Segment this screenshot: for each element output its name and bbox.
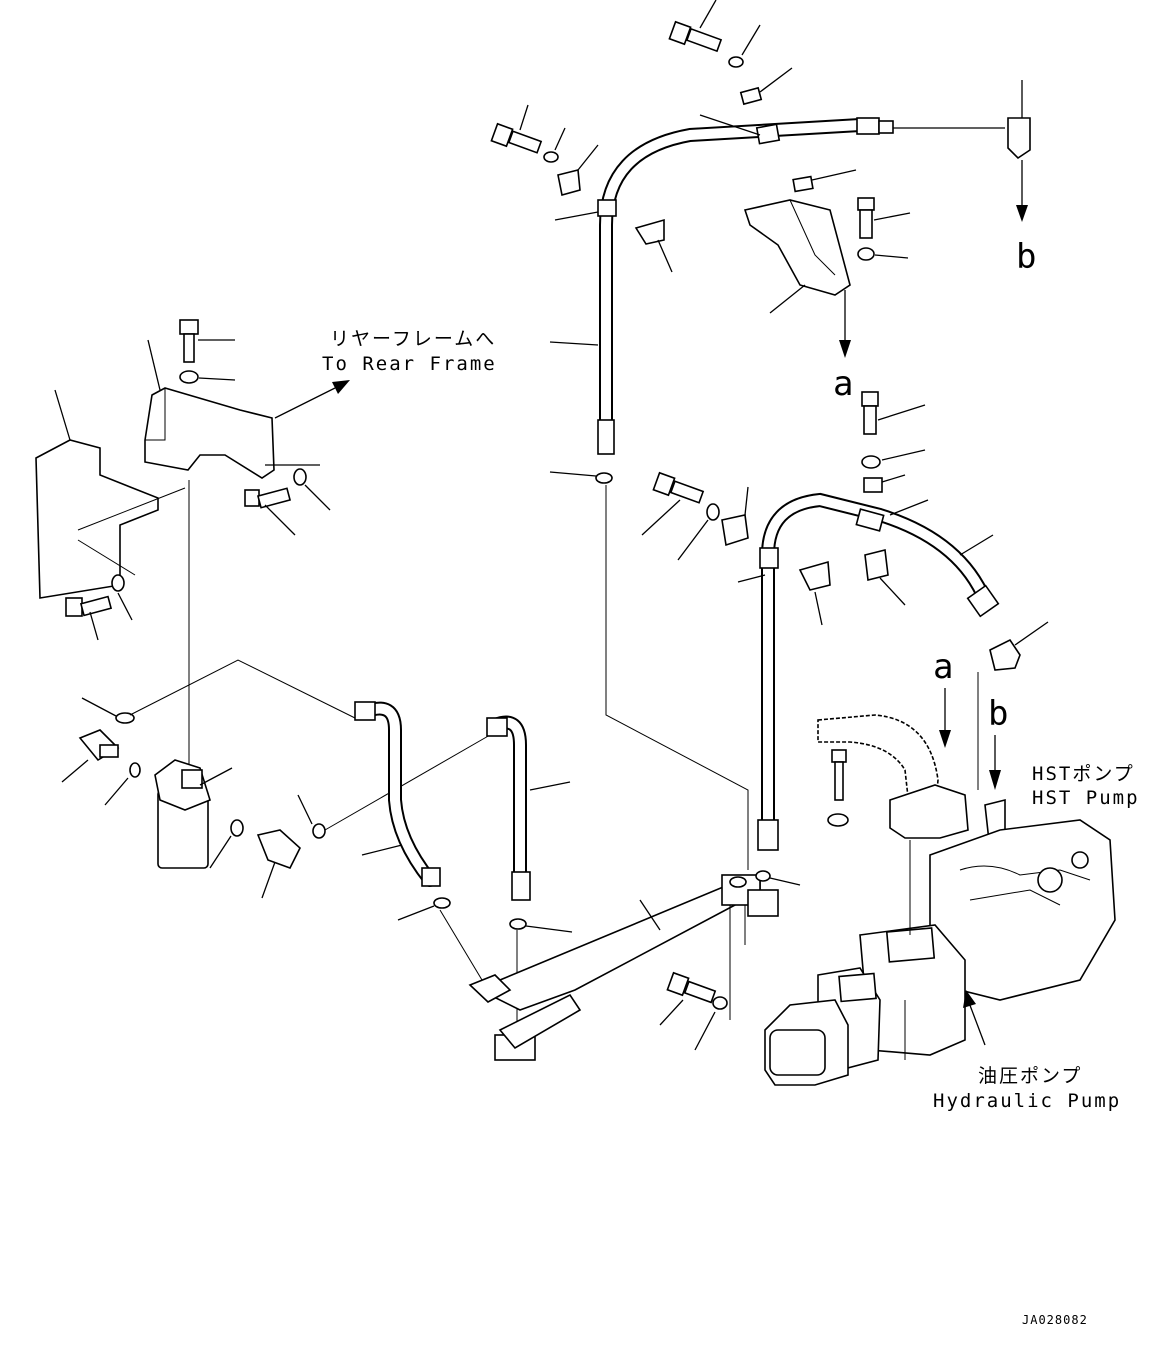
- rear-frame-label-jp: リヤーフレームへ: [330, 328, 496, 350]
- ref-a-upper: a: [833, 364, 853, 404]
- ref-b-upper: b: [1016, 237, 1036, 277]
- rear-frame-label-en: To Rear Frame: [322, 353, 497, 375]
- oil-filter: [61, 697, 326, 899]
- bracket-upper: [743, 197, 911, 358]
- bracket-left-plate: [35, 389, 186, 641]
- hose-lower-left: [354, 701, 441, 887]
- hydraulic-pump-label-jp: 油圧ポンプ: [978, 1065, 1082, 1087]
- bracket-left-upper: [144, 319, 331, 536]
- bolt-left-top: [490, 104, 857, 346]
- elbow-fitting-right: [989, 621, 1049, 671]
- hose-lower-mid: [486, 715, 571, 901]
- hst-pump-label-jp: HSTポンプ: [1032, 763, 1135, 785]
- pump-assembly: [764, 714, 1116, 1086]
- hose-right-mid: [757, 492, 1000, 851]
- ref-b-lower: b: [988, 694, 1008, 734]
- hst-pump-label-en: HST Pump: [1032, 787, 1140, 809]
- elbow-fitting-upper-right: [1007, 80, 1031, 222]
- ref-a-lower: a: [933, 647, 953, 687]
- bolt-top: [668, 0, 793, 136]
- bolt-main-pipe: [659, 971, 728, 1051]
- upper-hose-assembly: [597, 117, 1005, 455]
- main-pipe: [468, 870, 801, 1061]
- drawing-code: JA028082: [1022, 1313, 1088, 1327]
- hydraulic-pump-label-en: Hydraulic Pump: [933, 1090, 1121, 1112]
- bolts-right-mid: [641, 391, 926, 626]
